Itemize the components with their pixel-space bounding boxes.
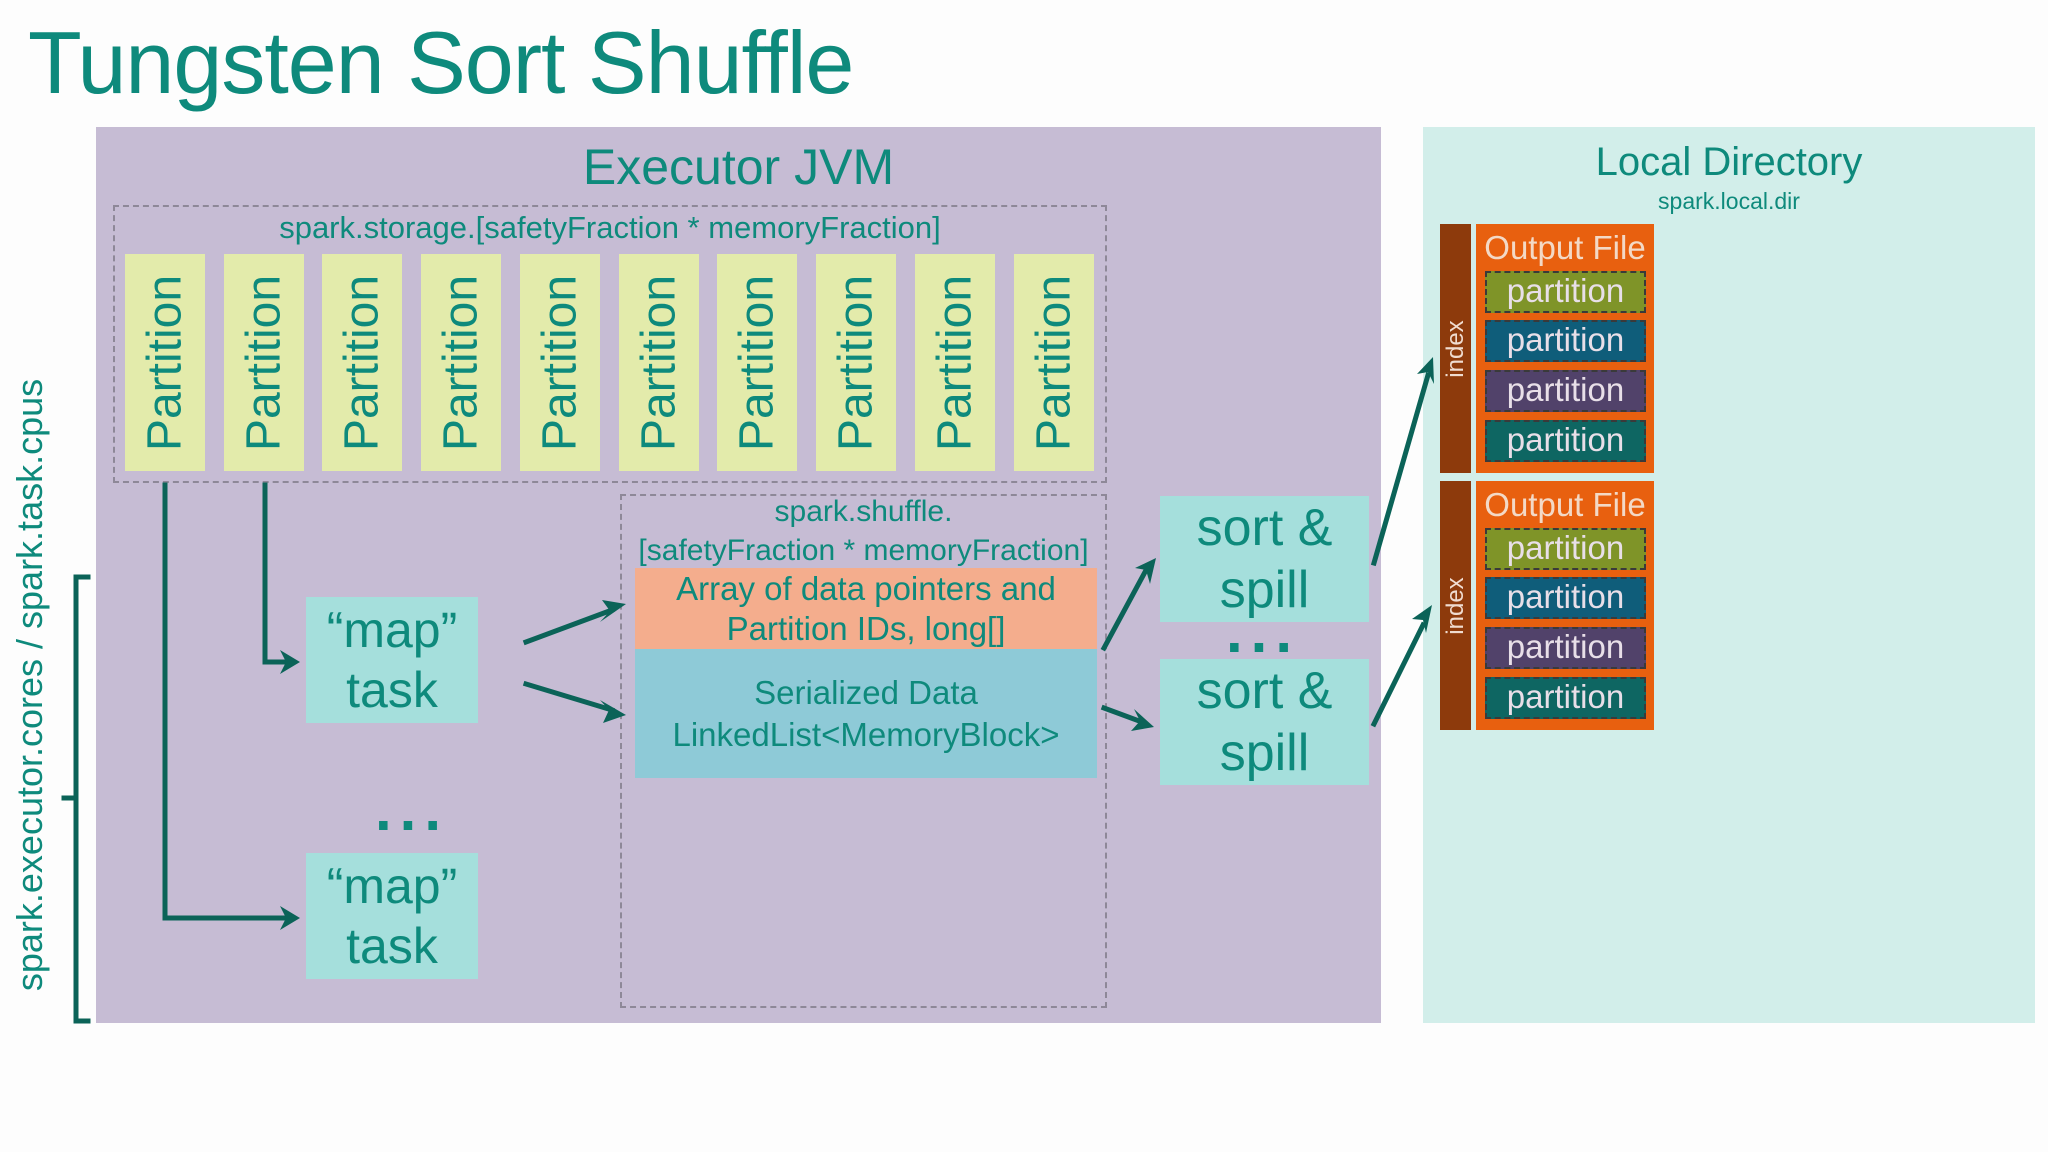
local-directory-title: Local Directory [1595,140,1863,184]
serialized-data-line2: LinkedList<MemoryBlock> [672,715,1060,753]
serialized-data-line1: Serialized Data [754,673,978,711]
arrowhead [280,906,300,930]
output-partition: partition [1485,370,1646,412]
serialized-data-block: Serialized Data LinkedList<MemoryBlock> [635,649,1097,778]
output-file: Output File partition partition partitio… [1476,481,1654,730]
sort-spill-line1: sort & [1196,499,1333,557]
output-file-label: Output File [1484,229,1646,266]
pointer-array-block: Array of data pointers and Partition IDs… [635,568,1097,649]
arrow-map-to-array [522,606,616,646]
slide-title: Tungsten Sort Shuffle [28,13,854,112]
arrow-array-to-sort-1 [1100,568,1149,652]
storage-partition: Partition [816,254,896,471]
output-partition: partition [1485,271,1646,313]
output-partition: partition [1485,528,1646,570]
shuffle-label-line1: spark.shuffle. [774,495,953,528]
map-task-line1: “map” [326,858,458,914]
pointer-array-line1: Array of data pointers and [676,569,1056,607]
arrow-partition-to-map-1 [262,482,293,665]
output-partition: partition [1485,577,1646,619]
storage-memory-region [113,205,1107,483]
output-file-label: Output File [1484,486,1646,523]
sort-spill-line2: spill [1219,561,1310,619]
arrow-sort-to-index-2 [1370,621,1427,728]
sort-spill-box: sort & spill [1160,659,1369,785]
local-directory-subtitle: spark.local.dir [1658,188,1800,214]
arrowhead [1135,558,1156,584]
sort-spill-ellipsis: ... [1226,598,1301,665]
map-task-box: “map” task [306,853,478,979]
sort-spill-line1: sort & [1196,662,1333,720]
storage-partition: Partition [1014,254,1094,471]
index-file: index [1440,224,1471,473]
task-bracket [61,574,91,1024]
arrow-map-to-serialized [522,680,616,714]
output-partition: partition [1485,320,1646,362]
arrowhead [1417,357,1434,384]
map-task-line1: “map” [326,602,458,658]
map-task-ellipsis: ... [375,776,450,843]
arrowhead [1131,709,1154,731]
output-partition: partition [1485,677,1646,719]
storage-partition: Partition [915,254,995,471]
shuffle-label-line2: [safetyFraction * memoryFraction] [638,534,1089,567]
arrow-sort-to-index-1 [1370,371,1432,567]
output-partition: partition [1485,420,1646,462]
output-partition: partition [1485,627,1646,669]
arrowhead [600,700,626,723]
storage-partition: Partition [322,254,402,471]
storage-partition: Partition [125,254,205,471]
storage-partition: Partition [224,254,304,471]
map-task-line2: task [346,662,438,718]
storage-memory-label: spark.storage.[safetyFraction * memoryFr… [279,210,941,245]
executor-jvm-title: Executor JVM [582,139,895,195]
map-task-box: “map” task [306,597,478,723]
index-file: index [1440,481,1471,730]
shuffle-memory-region [620,494,1107,1008]
map-task-line2: task [346,918,438,974]
pointer-array-line2: Partition IDs, long[] [726,609,1006,647]
storage-partition: Partition [717,254,797,471]
storage-partition: Partition [619,254,699,471]
storage-partition: Partition [421,254,501,471]
sort-spill-line2: spill [1219,724,1310,782]
arrowhead [600,600,626,622]
arrow-partition-to-map-2 [162,482,293,921]
arrowhead [1412,605,1432,633]
sort-spill-box: sort & spill [1160,496,1369,622]
shuffle-memory-label: spark.shuffle. [safetyFraction * memoryF… [620,492,1107,570]
arrowhead [280,650,300,674]
arrow-serialized-to-sort-2 [1100,704,1146,726]
output-file: Output File partition partition partitio… [1476,224,1654,473]
storage-partition: Partition [520,254,600,471]
